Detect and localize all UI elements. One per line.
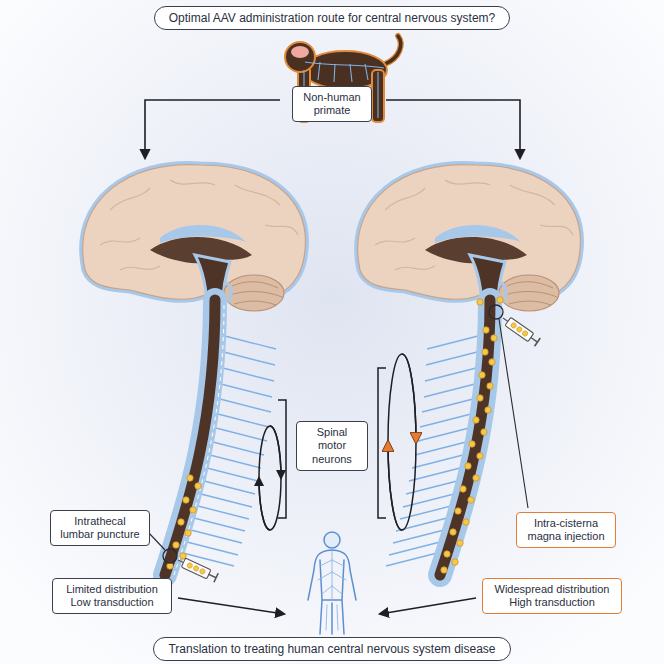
route-arrow — [386, 100, 520, 158]
node-text: Translation to treating human central ne… — [168, 642, 495, 656]
monkey-figure — [285, 36, 401, 122]
bracket — [278, 400, 286, 518]
node-text: Spinal motor neurons — [305, 426, 359, 466]
spinal-csf — [165, 300, 215, 575]
leader-line — [148, 532, 165, 550]
outcome-box: Limited distribution Low transduction — [52, 578, 172, 614]
bracket — [378, 368, 386, 518]
spinal-cord — [165, 300, 215, 575]
outcome-arrow — [178, 598, 284, 614]
syringe — [500, 314, 540, 346]
aav-particles — [167, 297, 503, 573]
spinal-dashes — [174, 305, 224, 575]
leader-line — [499, 319, 528, 508]
injection-site — [163, 549, 177, 563]
outcome-arrow — [380, 598, 476, 614]
node-text: Intrathecal lumbar puncture — [59, 515, 141, 541]
human-figure — [308, 532, 356, 634]
syringe — [176, 555, 218, 582]
brain-section — [358, 165, 581, 312]
subject-box: Non-human primate — [292, 86, 372, 122]
circulation-loop-right — [388, 354, 416, 530]
spinal-cord — [440, 300, 490, 575]
brain-section — [83, 165, 306, 312]
conclusion-banner: Translation to treating human central ne… — [153, 637, 510, 661]
target-box: Spinal motor neurons — [296, 421, 368, 471]
route-box: Intrathecal lumbar puncture — [50, 510, 150, 546]
circulation-loop-left — [259, 426, 281, 530]
node-text: Optimal AAV administration route for cen… — [169, 11, 496, 25]
node-text: Intra-cisterna magna injection — [525, 517, 607, 543]
node-text: Widespread distribution High transductio… — [491, 583, 613, 609]
node-text: Non-human primate — [301, 91, 363, 117]
node-text: Limited distribution Low transduction — [61, 583, 163, 609]
question-banner: Optimal AAV administration route for cen… — [154, 6, 511, 30]
outcome-box: Widespread distribution High transductio… — [482, 578, 622, 614]
injection-site — [489, 305, 503, 319]
spinal-csf — [440, 300, 490, 575]
route-arrow — [145, 100, 280, 158]
route-box: Intra-cisterna magna injection — [516, 512, 616, 548]
